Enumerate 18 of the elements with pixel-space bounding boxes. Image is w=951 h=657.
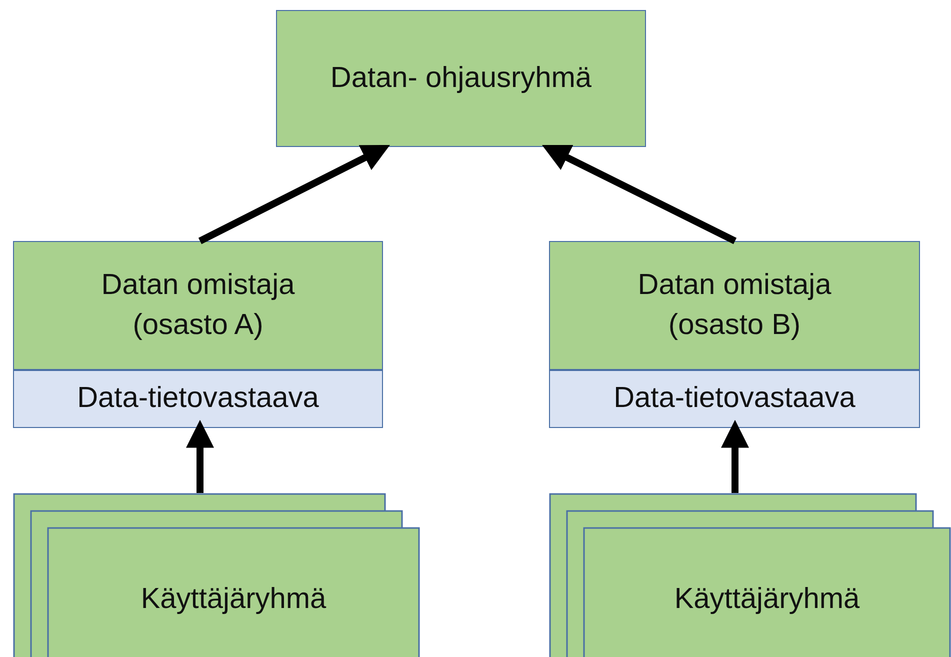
node-text: Käyttäjäryhmä [673,582,861,617]
role-band [13,370,383,428]
node-text: Data-tietovastaava [614,381,856,416]
stacked-box [13,493,420,657]
node-text: Datan- ohjausryhmä [330,60,592,96]
arrow [198,144,390,244]
node-text: Datan omistaja (osasto B) [636,268,832,342]
arrow [542,144,737,244]
node-text: Käyttäjäryhmä [140,582,328,617]
process-box [276,10,646,147]
node-text: Datan omistaja (osasto A) [100,268,296,342]
arrow [186,420,214,493]
stacked-box [549,493,951,657]
process-box [13,241,383,370]
process-box [549,241,920,370]
arrow [721,420,749,493]
node-text: Data-tietovastaava [77,381,319,416]
role-band [549,370,920,428]
